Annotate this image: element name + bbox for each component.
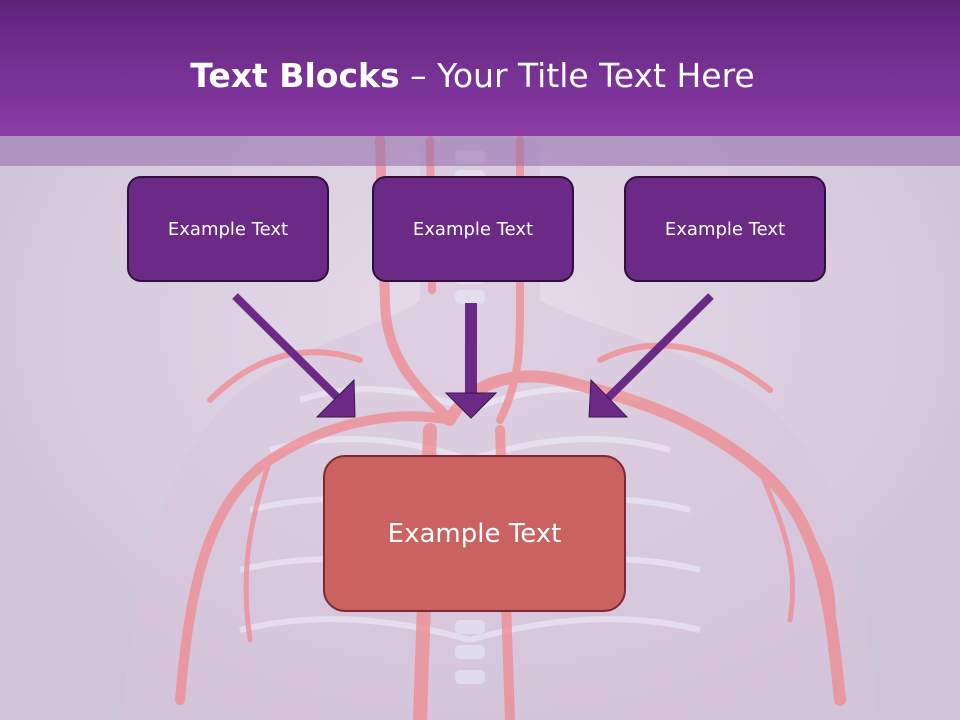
title-separator: – (399, 56, 438, 95)
slide-title[interactable]: Text Blocks – Your Title Text Here (0, 54, 945, 98)
text-block-center[interactable]: Example Text (372, 176, 574, 282)
arrow-left (232, 293, 356, 418)
text-block-left-label: Example Text (167, 218, 289, 240)
main-text-block-label: Example Text (387, 518, 562, 549)
header-band (0, 0, 960, 136)
arrow-right (588, 293, 714, 418)
main-text-block[interactable]: Example Text (323, 455, 626, 612)
text-block-right[interactable]: Example Text (624, 176, 826, 282)
text-block-center-label: Example Text (412, 218, 534, 240)
title-rest-part: Your Title Text Here (437, 56, 755, 95)
title-bold-part: Text Blocks (190, 56, 400, 95)
text-block-right-label: Example Text (664, 218, 786, 240)
text-block-left[interactable]: Example Text (127, 176, 329, 282)
arrow-center (444, 303, 498, 419)
header-subband (0, 136, 960, 166)
